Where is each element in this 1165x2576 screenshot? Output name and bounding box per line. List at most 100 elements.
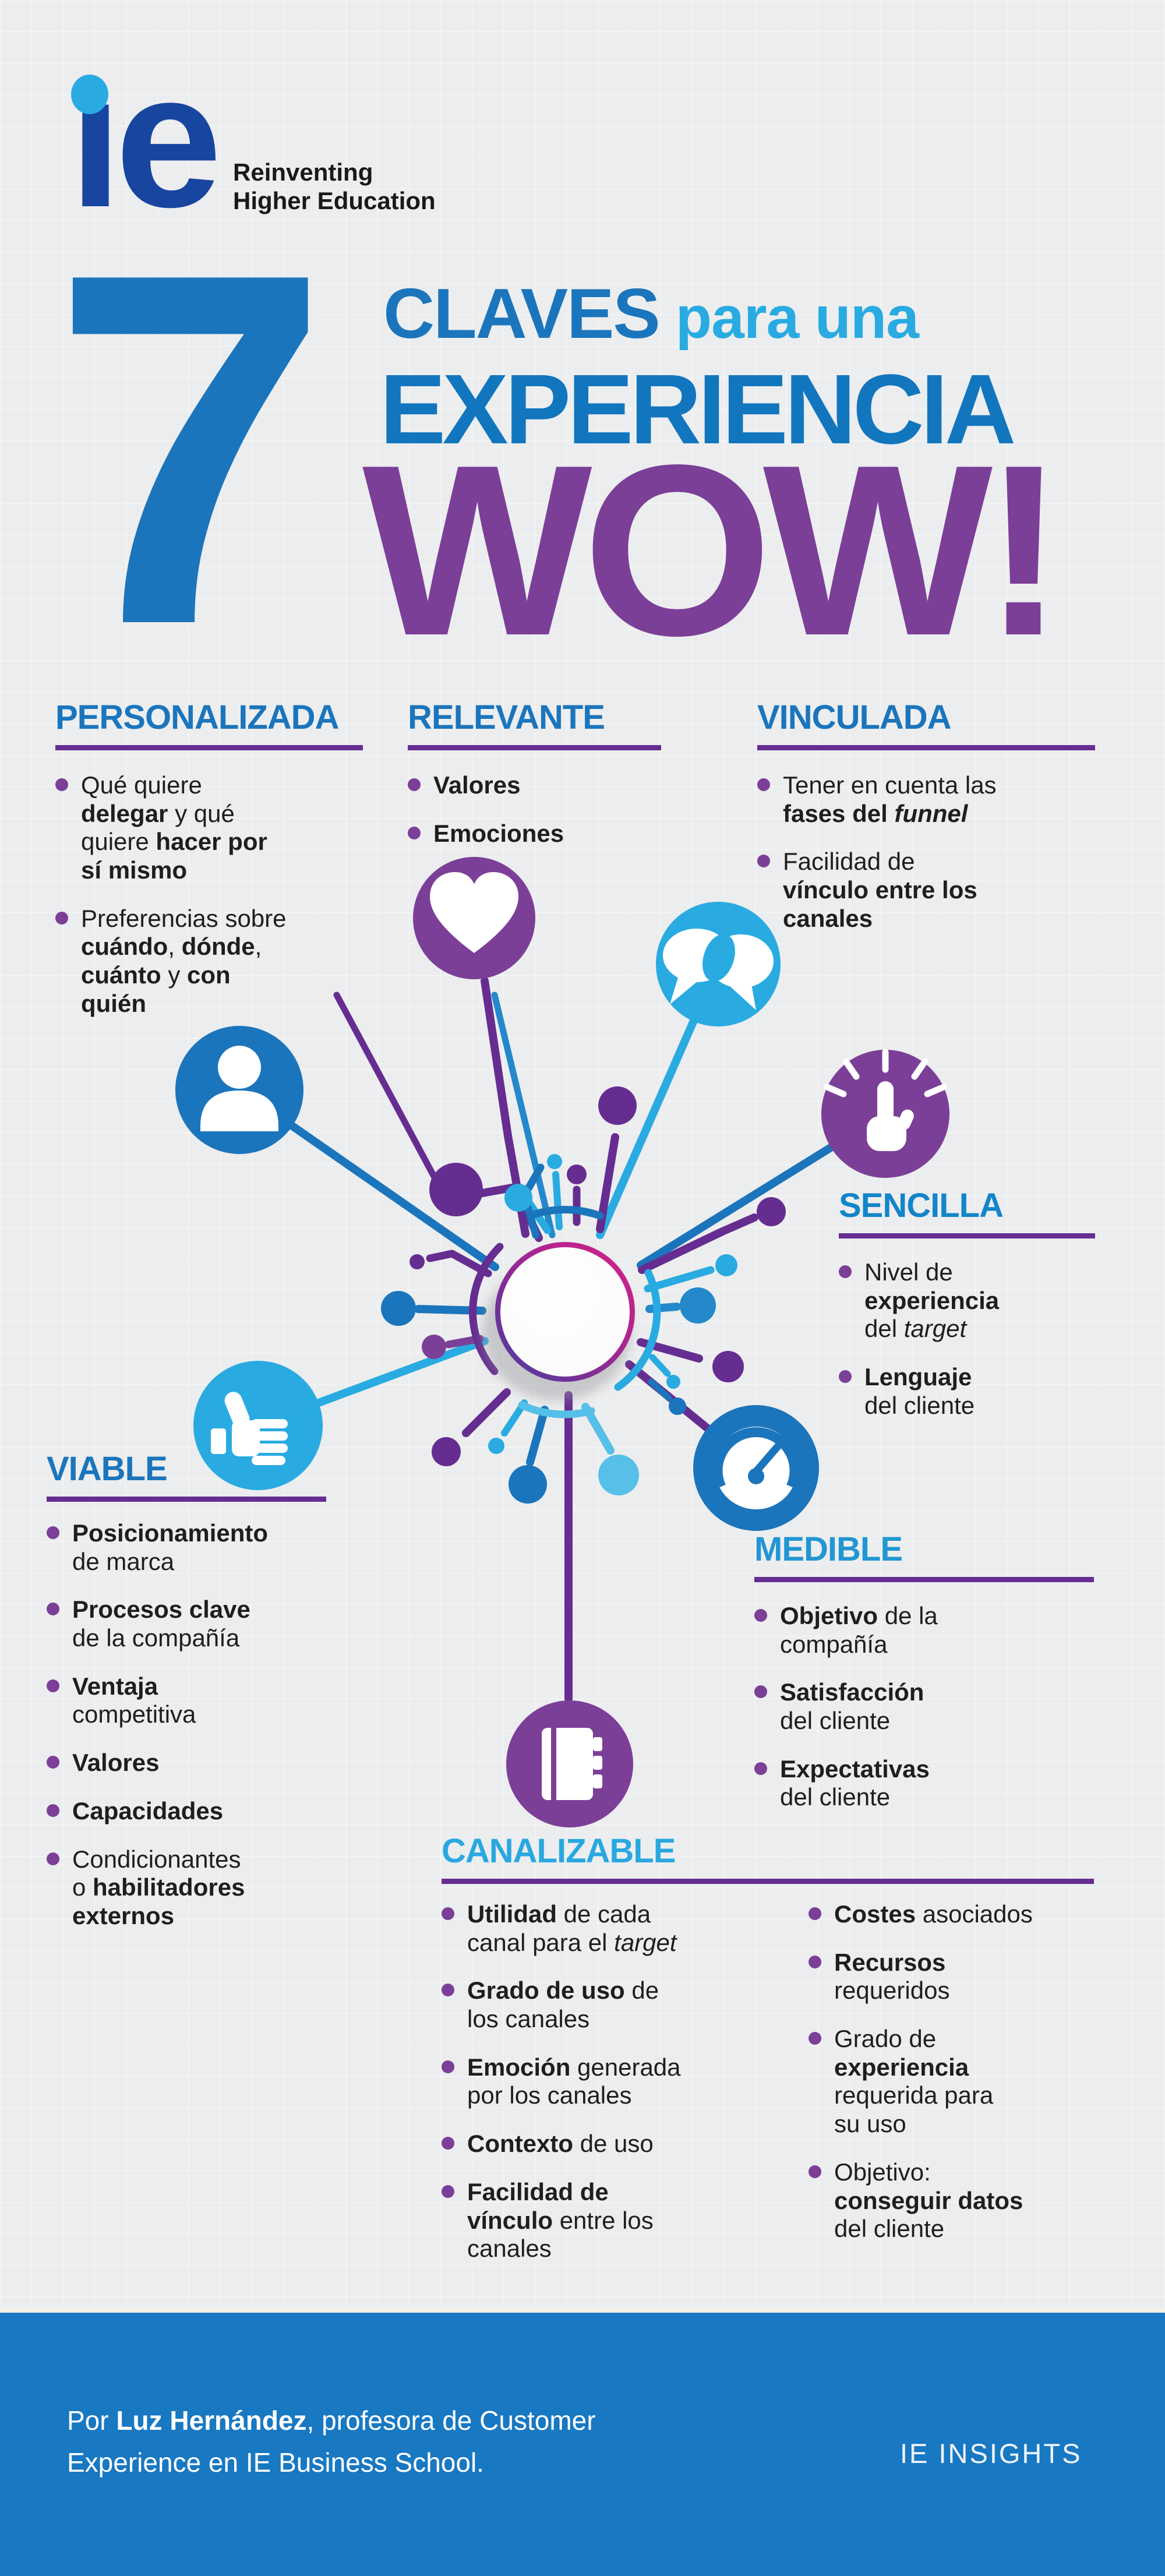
- list-item: Grado de uso de los canales: [442, 1977, 768, 2033]
- text-segment: experiencia: [864, 1286, 1000, 1314]
- bullet-dot: [47, 1526, 59, 1539]
- footer-credit: Por Luz Hernández, profesora de Customer…: [67, 2405, 596, 2478]
- list-item: Posicionamiento de marca: [47, 1519, 384, 1576]
- text-segment: hacer por sí mismo: [81, 828, 267, 884]
- heart-icon: [413, 857, 535, 979]
- footer-brand-ie-insights: IE INSIGHTS: [900, 2438, 1082, 2469]
- list-item: Emociones: [408, 820, 676, 848]
- bullet-dot: [55, 911, 68, 924]
- text-segment: Valores: [433, 771, 521, 799]
- section-rule: [408, 744, 661, 750]
- list-item: Procesos clave de la compañía: [47, 1596, 384, 1652]
- bullet-text: Capacidades: [72, 1797, 223, 1826]
- text-segment: cuándo: [81, 933, 168, 961]
- bullet-dot: [839, 1265, 852, 1278]
- tap-click-icon: [821, 1049, 949, 1178]
- bullet-text: Facilidad de vínculo entre los canales: [467, 2178, 654, 2263]
- bullet-text: Nivel de experiencia del target: [864, 1258, 1000, 1343]
- list-item: Qué quiere delegar y qué quiere hacer po…: [55, 771, 358, 885]
- text-segment: Emociones: [433, 819, 564, 847]
- section-title: VINCULADA: [757, 698, 952, 736]
- list-item: Costes asociados: [809, 1900, 1088, 1929]
- bullet-dot: [757, 778, 770, 791]
- bullet-dot: [55, 778, 68, 791]
- footer: Por Luz Hernández, profesora de Customer…: [0, 2308, 1165, 2576]
- bullet-text: Expectativas del cliente: [780, 1755, 930, 1811]
- text-segment: Procesos clave: [72, 1596, 250, 1624]
- bullet-dot: [47, 1756, 59, 1769]
- text-segment: Satisfacción: [780, 1678, 924, 1706]
- text-segment: Recursos: [834, 1948, 946, 1976]
- user-connector: [288, 1122, 499, 1271]
- bullet-text: Recursos requeridos: [834, 1948, 950, 2005]
- section-canalizable: CANALIZABLE Utilidad de cada canal para …: [442, 1832, 1111, 2283]
- section-rule: [442, 1878, 1094, 1884]
- bullet-dot: [47, 1679, 59, 1692]
- bullet-dot: [754, 1685, 767, 1699]
- section-vinculada: VINCULADA Tener en cuenta las fases del …: [757, 700, 1107, 952]
- chat-connector: [596, 1017, 698, 1239]
- text-segment: funnel: [894, 799, 968, 827]
- bullet-text: Grado de uso de los canales: [467, 1977, 659, 2033]
- section-rule: [839, 1233, 1095, 1238]
- list-item: Utilidad de cada canal para el target: [442, 1900, 768, 1957]
- text-segment: Emoción: [467, 2053, 571, 2081]
- text-segment: vínculo entre los canales: [783, 876, 977, 932]
- bullet-text: Emoción generada por los canales: [467, 2053, 681, 2109]
- text-segment: fases del: [783, 799, 895, 827]
- title-para-una: para una: [675, 284, 919, 351]
- bullet-text: Tener en cuenta las fases del funnel: [783, 771, 997, 827]
- list-item: Lenguaje del cliente: [839, 1363, 1165, 1420]
- hub-node-dots: [381, 1086, 786, 1504]
- list-item: Facilidad de vínculo entre los canales: [442, 2178, 768, 2263]
- list-item: Grado de experiencia requerida para su u…: [809, 2025, 1088, 2139]
- title-wow: WOW!: [362, 414, 1064, 686]
- text-segment: delegar: [81, 799, 168, 827]
- list-item: Recursos requeridos: [809, 1949, 1088, 2005]
- tap-connector: [637, 1144, 835, 1269]
- bullet-dot: [408, 778, 421, 791]
- text-segment: target: [614, 1928, 677, 1956]
- text-segment: Ventaja: [72, 1672, 158, 1700]
- bullet-text: Objetivo de la compañía: [780, 1601, 938, 1658]
- list-item: Condicionantes o habilitadores externos: [47, 1845, 384, 1931]
- bullet-text: Contexto de uso: [467, 2130, 654, 2158]
- ie-logo: ıe: [69, 43, 222, 235]
- section-rule: [754, 1576, 1094, 1582]
- section-title: PERSONALIZADA: [55, 698, 339, 736]
- section-rule: [55, 744, 363, 750]
- bullet-dot: [408, 826, 421, 839]
- text-segment: Luz Hernández: [116, 2405, 307, 2436]
- text-segment: cuánto: [81, 961, 161, 989]
- bullet-text: Posicionamiento de marca: [72, 1519, 269, 1575]
- section-title: CANALIZABLE: [442, 1832, 676, 1870]
- user-icon: [175, 1026, 303, 1154]
- text-segment: experiencia: [834, 2053, 969, 2081]
- text-segment: dónde: [181, 933, 255, 961]
- section-personalizada: PERSONALIZADA Qué quiere delegar y qué q…: [55, 698, 363, 1038]
- list-item: Valores: [47, 1749, 384, 1777]
- bullet-dot: [442, 1984, 454, 1997]
- thumbs-connector: [315, 1337, 489, 1407]
- text-segment: Posicionamiento: [72, 1519, 269, 1547]
- bullet-text: Satisfacción del cliente: [780, 1678, 924, 1735]
- bullet-text: Procesos clave de la compañía: [72, 1596, 250, 1652]
- bullet-text: Preferencias sobre cuándo, dónde, cuánto…: [81, 904, 287, 1017]
- text-segment: Facilidad de vínculo: [467, 2178, 609, 2234]
- bullet-text: Emociones: [433, 820, 564, 848]
- list-item: Nivel de experiencia del target: [839, 1258, 1165, 1343]
- bullet-dot: [754, 1762, 767, 1775]
- bullet-text: Grado de experiencia requerida para su u…: [834, 2025, 994, 2138]
- thumbs-up-icon: [193, 1361, 323, 1490]
- text-segment: Lenguaje: [864, 1363, 972, 1391]
- list-item: Objetivo de la compañía: [754, 1602, 1115, 1658]
- list-item: Objetivo: conseguir datos del cliente: [809, 2158, 1088, 2243]
- bullet-dot: [47, 1603, 59, 1616]
- hub-traces: [288, 977, 835, 1703]
